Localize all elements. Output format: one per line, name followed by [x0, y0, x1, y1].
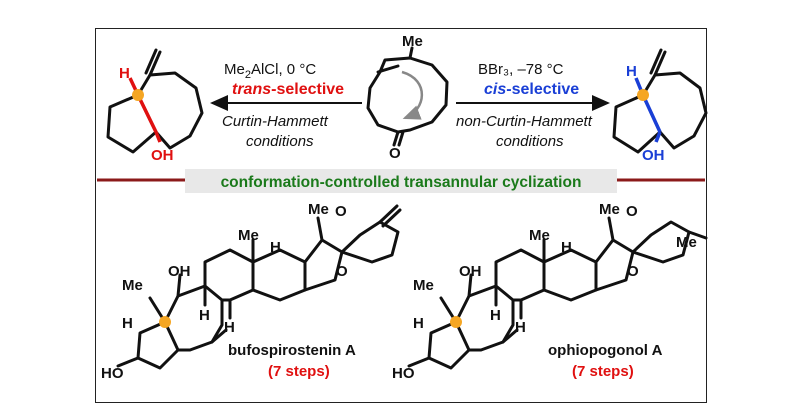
stereocenter-highlight	[450, 316, 462, 328]
oph-me-label: Me	[413, 277, 434, 294]
substrate-me-label: Me	[402, 33, 423, 50]
left-regime-line1: Curtin-Hammett	[222, 113, 329, 130]
product-steps-bufospirostenin: (7 steps)	[268, 363, 330, 380]
stereocenter-highlight	[637, 89, 649, 101]
ketone-o-label: O	[389, 145, 401, 162]
oph-ho-label: HO	[392, 365, 415, 382]
cis-product-structure	[612, 48, 708, 154]
buf-me-angular-1: Me	[238, 227, 259, 244]
oph-h-3: H	[515, 319, 526, 336]
stereocenter-highlight	[159, 316, 171, 328]
buf-h-4: H	[270, 239, 281, 256]
buf-o-ring-2: O	[336, 263, 348, 280]
oph-o-ring-1: O	[626, 203, 638, 220]
left-reagent: Me2AlCl, 0 °C	[224, 61, 316, 81]
banner-background	[185, 169, 617, 193]
cis-selective-label: cis-selective	[484, 81, 579, 98]
buf-me-angular-2: Me	[308, 201, 329, 218]
macrocycle-substrate	[366, 46, 449, 147]
ophiopogonol-structure	[407, 216, 708, 370]
trans-selective-label: trans-selective	[232, 81, 344, 98]
product-name-ophiopogonol: ophiopogonol A	[548, 342, 663, 359]
cis-oh-label: OH	[642, 147, 665, 164]
right-regime-line2: conditions	[496, 133, 564, 150]
trans-h-label: H	[119, 65, 130, 82]
buf-h-2: H	[199, 307, 210, 324]
buf-ho-label: HO	[101, 365, 124, 382]
oph-h-label: H	[413, 315, 424, 332]
oph-h-4: H	[561, 239, 572, 256]
banner-title: conformation-controlled transannular cyc…	[221, 174, 582, 191]
oph-o-ring-2: O	[627, 263, 639, 280]
cis-h-label: H	[626, 63, 637, 80]
right-regime-line1: non-Curtin-Hammett	[456, 113, 593, 130]
buf-h-3: H	[224, 319, 235, 336]
left-regime-line2: conditions	[246, 133, 314, 150]
trans-oh-label: OH	[151, 147, 174, 164]
oph-me-angular-2: Me	[599, 201, 620, 218]
bufospirostenin-structure	[116, 204, 402, 370]
trans-product-structure	[106, 48, 204, 154]
oph-me-angular-1: Me	[529, 227, 550, 244]
oph-oh-label: OH	[459, 263, 482, 280]
right-reagent: BBr₃, –78 °C	[478, 61, 564, 78]
scheme-frame	[95, 28, 707, 403]
product-steps-ophiopogonol: (7 steps)	[572, 363, 634, 380]
oph-me-terminal: Me	[676, 234, 697, 251]
buf-oh-label: OH	[168, 263, 191, 280]
buf-me-label: Me	[122, 277, 143, 294]
buf-o-ring-1: O	[335, 203, 347, 220]
stereocenter-highlight	[132, 89, 144, 101]
buf-h-label: H	[122, 315, 133, 332]
oph-h-2: H	[490, 307, 501, 324]
product-name-bufospirostenin: bufospirostenin A	[228, 342, 356, 359]
